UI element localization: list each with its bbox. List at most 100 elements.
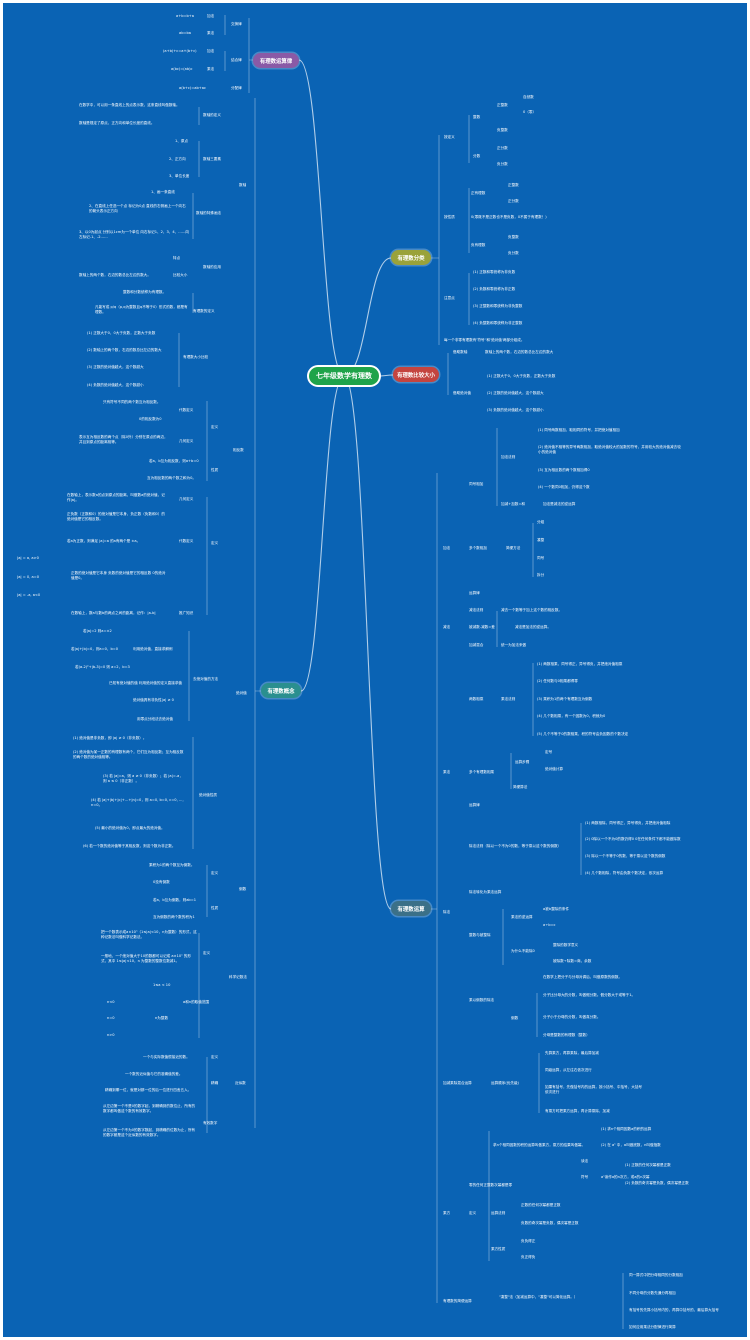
op-sub-rule: 减法法则 [469, 608, 484, 612]
op-mixed-item: 同级运算，从左往右依次进行 [545, 1068, 592, 1072]
op-div-steps-item: a÷b=c [543, 923, 556, 927]
branch-operations[interactable]: 有理数运算 [391, 901, 431, 916]
law-assoc: 结合律 [231, 58, 242, 62]
op-add-rule-line: (1) 同号两数相加，取相同的符号，并把绝对值相加 [538, 428, 620, 432]
cls-summary: 每一个非零有理数有'符号''和'绝对值'两部分组成。 [444, 338, 525, 342]
op-power-sign-item: (1) 正数的任何次幂都是正数 [625, 1163, 671, 1167]
op-add-multi-item: 拆分 [537, 573, 545, 577]
op-add-multi: 多个数相加 [469, 546, 487, 550]
concept-abs-remove-item: 若|a|=2 则a=±2 [83, 629, 112, 633]
cls-pos-int: 正整数 [497, 103, 508, 107]
central-topic[interactable]: 七年级数学有理数 [309, 367, 379, 385]
concept-abs-props-item: (6) 若一个数的绝对值等于其相反数，则这个数为非正数。 [83, 844, 176, 848]
concept-rec-prop-item: 互为倒数的两个数的积为1 [153, 915, 195, 919]
cls-note-item: (1) 正数和零统称为非负数 [473, 270, 516, 274]
op-mixed: 加减乘除混合运算 [443, 1081, 472, 1085]
connector-curve [343, 375, 392, 910]
op-mixed-item: 有乘方时把乘方运算，再计算乘除，加减 [545, 1109, 610, 1113]
op-div-recip: 乘以倒数的除法 [469, 998, 495, 1002]
cmp-abs: 借助绝对值 [453, 391, 471, 395]
cls-neg-int: 负整数 [497, 128, 508, 132]
connector-lines [178, 15, 624, 1329]
op-simplify-item: 如何应用乘法分配律进行简算 [629, 1325, 676, 1329]
concept-abs-props-item: (3) 若 |a|=a，则 a ≥ 0（非负数）；若 |a|=-a，则 a ≤ … [103, 774, 183, 783]
cls-note-item: (4) 负整数和零统称为非正整数 [473, 321, 523, 325]
op-sub-rule2-text: 减法是加法的逆运算。 [515, 625, 551, 629]
branch-concepts[interactable]: 有理数概念 [261, 683, 301, 698]
op-add-rule-item: 加法法则 [501, 455, 516, 459]
concept-abs-props-item: (5) 最小的绝对值为0，即点最大的绝对值。 [95, 826, 165, 830]
concept-nl-use: 数轴的应用 [203, 265, 221, 269]
concept-abs-case: |a| = -a, a<0 [17, 593, 41, 597]
concept-nl-three-item: 2、正方向 [169, 157, 186, 161]
concept-abs-alg: 代数定义 [179, 539, 194, 543]
concept-sci-range-item: 1≤a < 10 [153, 983, 171, 987]
op-sub-mix: 加减混合 [469, 643, 484, 647]
concept-abs-remove-note: 利用绝对值，直接求解例 [133, 647, 173, 651]
concept-abs-remove-item: 若|a|+|b|=0，则a=0，b=0 [71, 647, 119, 651]
concept-opp-prop-item: 若a、b互为相反数，则a+b=0 [149, 459, 199, 463]
concept-abs-remove: 去绝对值的方法 [193, 677, 219, 681]
cls-zero-note: 0(零既不是正数也不是负数，0不属于有理数！) [471, 215, 547, 219]
op-div-recip-text: 在数学上把分子与分母对调后，叫做原数的倒数。 [543, 975, 623, 979]
op-add-multi-item: 分组 [537, 520, 545, 524]
op-power-item: (2) 在 aⁿ 中，a叫做底数，n叫做指数 [601, 1143, 661, 1147]
op-power-item: (1) 求n个相同因数a的积的运算 [601, 1127, 652, 1131]
concept-abs-props-item: (4) 若 |a|+|b|+|c|+…+|n|=0，则 a=0, b=0, c=… [91, 798, 184, 807]
op-mul-rule-line: (3) 乘积为1的两个有理数互为倒数 [537, 697, 593, 701]
op-power-law-item: 负数的奇次幂是负数，偶次幂是正数 [521, 1221, 579, 1225]
op-power-read: 读法 [581, 1159, 589, 1163]
op-div-rule-line: (3) 除以一个不等于0的数，等于乘以这个数的倒数 [585, 854, 666, 858]
concept-nl-three-item: 3、单位长度 [169, 174, 190, 178]
concept-reciprocal: 倒数 [239, 887, 247, 891]
concept-nl-draw-item: 1、画一条直线 [151, 190, 175, 194]
concept-abs-case: |a| = a, a>0 [17, 556, 39, 560]
cls-neg-int2: 负整数 [508, 235, 519, 239]
cls-pos-rational: 正有理数 [471, 191, 486, 195]
concept-approx-sig-text: 从左边第一个不是0的数字起，到精确到的数位止，所有的数字都叫做这个数的有效数字。 [103, 1104, 196, 1113]
law-exch-item: ab=ba [179, 31, 191, 35]
concept-sci-range: a和n的取值范围 [183, 1000, 210, 1004]
branch-comparison[interactable]: 有理数比较大小 [393, 367, 439, 382]
concept-abs-geo: 几何定义 [179, 497, 194, 501]
branch-classification[interactable]: 有理数分类 [391, 250, 431, 265]
op-add-rule: 同号相加 [469, 482, 484, 486]
concept-rational-size-item: (2) 数轴上的两个数，右边的数总比左边的数大 [87, 348, 162, 352]
op-add-multi-item: 简便方法 [506, 546, 521, 550]
concept-opp-def-item: 0的相反数为0 [139, 417, 162, 421]
concept-approx-sig-text: 从左边第一个不为0的数字数起，到精确的位数为止，所有的数字都是这个近似数的有效数… [103, 1128, 196, 1137]
concept-nl-three-item: 1、原点 [175, 139, 189, 143]
concept-rec-prop-item: 若a、b互为倒数，则ab=1 [153, 898, 197, 902]
op-mul-many-item: 运算步骤 [515, 760, 530, 764]
concept-abs-note: 正数的绝对值是它本身 负数的绝对值是它的相反数 0的绝对值是0。 [71, 571, 166, 580]
op-add-multi-item: 同号 [537, 556, 545, 560]
concept-nl-def-text: 数轴是规定了原点、正方向和单位长度的直线。 [79, 121, 155, 125]
concept-abs-props: 绝对值性质 [199, 793, 217, 797]
op-div-convert: 除法转化为乘法运算 [469, 890, 502, 894]
connector-curve [378, 374, 394, 377]
op-add-rule-line: (2) 绝对值不相等的异号两数相加，取绝对值较大的加数的符号，并用较大的绝对值减… [538, 445, 681, 454]
op-div-recip-rule: 倒数 [511, 1016, 519, 1020]
cls-neg-frac2: 负分数 [508, 251, 519, 255]
cls-neg-rational: 负有理数 [471, 243, 486, 247]
op-mul-rule: 两数相乘 [469, 697, 484, 701]
op-div-steps-item: 为什么不能除0 [511, 949, 535, 953]
concept-number-line: 数轴 [239, 183, 247, 187]
concept-rec-def-item: 0没有倒数 [153, 880, 170, 884]
concept-abs-props-item: (2) 绝对值为某一正数的有理数有两个，它们互为相反数；互为相反数的两个数的绝对… [73, 750, 184, 759]
concept-nl-draw-item: 2、在直线上任选一个点 标记为0点 直线的右侧画上一个向右的箭头表示正方向 [89, 204, 186, 213]
concept-opp-prop-item: 互为相反数的两个数之和为0。 [147, 476, 197, 480]
concept-opp-prop: 性质 [211, 468, 219, 472]
connector-curve [300, 375, 345, 692]
concept-abs-remove-note: 绝对值具有非负性|a| ≥ 0 [133, 698, 174, 702]
concept-nl-three: 数轴三要素 [203, 157, 221, 161]
concept-sci-def-text: 把一个数表示成a×10ⁿ（1≤|a|<10，n为整数）的形式，这种记数法叫做科学… [101, 930, 197, 939]
branch-operation-laws[interactable]: 有理数运算律 [253, 53, 299, 68]
law-exch-item: 乘法 [207, 31, 215, 35]
law-exch: 交换律 [231, 22, 242, 26]
concept-approx-def: 定义 [211, 1055, 219, 1059]
op-add-sub-text: 加法是减法的逆运算 [543, 502, 576, 506]
concept-nl-def-text: 在数学中，可以用一条直线上的点表示数，这条直线叫做数轴。 [79, 103, 180, 107]
op-mul: 乘法 [443, 770, 451, 774]
op-add-rule-line: (3) 互为相反数的两个数相加得0 [538, 468, 590, 472]
